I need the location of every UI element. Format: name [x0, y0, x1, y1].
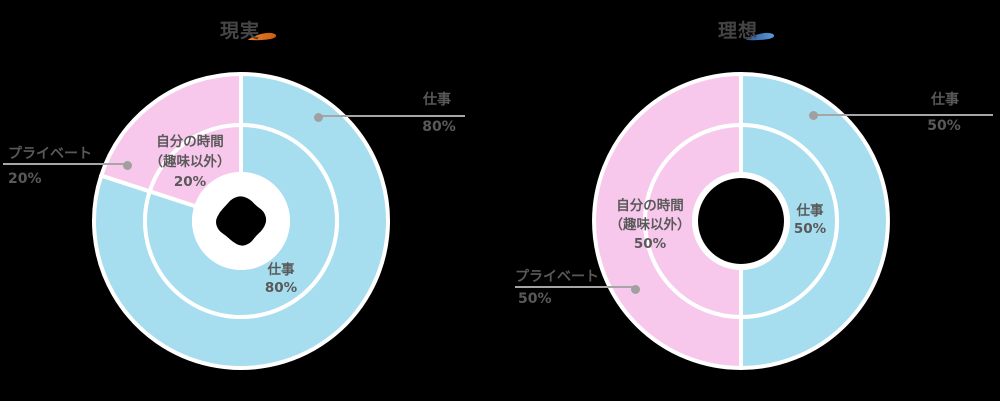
callout-private-label: プライベート — [8, 146, 92, 162]
callout-private-dot — [123, 161, 132, 170]
callout-private-dot — [631, 285, 640, 294]
callout-work-leader-line — [813, 114, 993, 116]
chart-title-reality: 現実 — [219, 20, 261, 42]
ideal-nested-donut-chart — [592, 72, 890, 370]
callout-private-leader-line — [515, 286, 635, 288]
callout-work-label: 仕事 — [423, 92, 451, 108]
callout-private-pct: 20% — [8, 171, 42, 187]
inner-own-time-line2: （趣味以外） — [149, 154, 231, 170]
callout-work-pct: 80% — [422, 119, 456, 135]
inner-own-time-label: 自分の時間 （趣味以外） 50% — [610, 197, 691, 254]
callout-work-dot — [809, 111, 818, 120]
inner-own-time-pct: 20% — [173, 174, 207, 190]
callout-work-leader-line — [318, 115, 465, 117]
callout-work-label: 仕事 — [931, 92, 959, 108]
orange-brush-underline-icon — [247, 32, 277, 41]
callout-work-dot — [314, 113, 323, 122]
callout-work-pct: 50% — [927, 118, 961, 134]
inner-work-line: 仕事 — [796, 203, 824, 219]
blue-brush-underline-icon — [745, 32, 775, 41]
callout-private-label: プライベート — [515, 269, 599, 285]
inner-own-time-line2: （趣味以外） — [609, 217, 691, 233]
inner-work-label: 仕事 50% — [794, 202, 826, 238]
inner-own-time-label: 自分の時間 （趣味以外） 20% — [150, 132, 231, 192]
inner-own-time-line1: 自分の時間 — [156, 134, 224, 150]
inner-work-pct: 80% — [264, 280, 298, 296]
reality-nested-donut-chart — [92, 72, 390, 370]
inner-work-label: 仕事 80% — [265, 261, 297, 297]
inner-work-pct: 50% — [793, 221, 827, 237]
donut-center-hole — [698, 178, 784, 264]
callout-private-pct: 50% — [518, 291, 552, 307]
chart-title-ideal: 理想 — [717, 20, 759, 42]
donut-center-hole — [216, 196, 267, 246]
inner-work-line: 仕事 — [267, 262, 295, 278]
callout-private-leader-line — [3, 163, 129, 165]
inner-own-time-line1: 自分の時間 — [616, 198, 684, 214]
inner-own-time-pct: 50% — [633, 236, 667, 252]
